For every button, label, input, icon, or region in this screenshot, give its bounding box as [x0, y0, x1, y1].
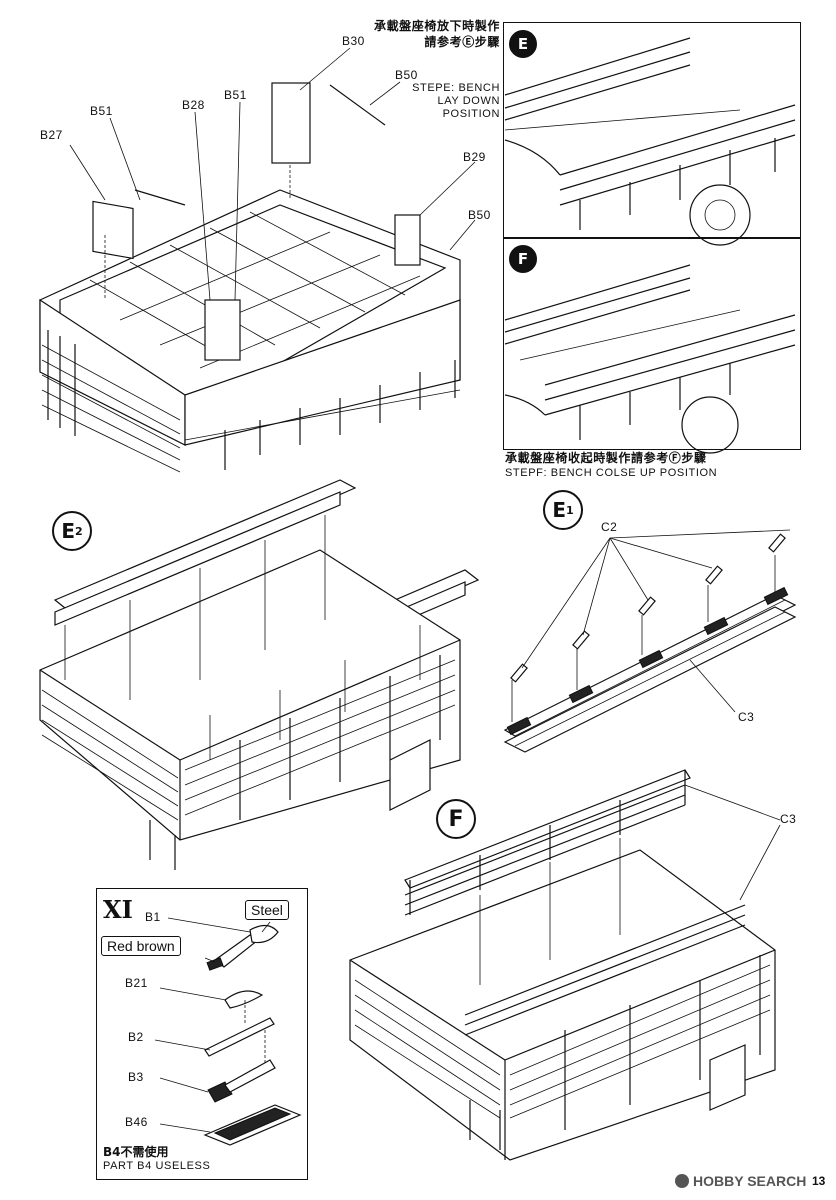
e2-drawing: [39, 479, 480, 870]
red-brown-color-tag: Red brown: [101, 936, 181, 956]
xi-note-en: PART B4 USELESS: [103, 1160, 211, 1172]
step-f-note-en: STEPF: BENCH COLSE UP POSITION: [505, 467, 718, 479]
label-b21: B21: [125, 976, 148, 990]
label-b51-left: B51: [90, 104, 113, 118]
label-b50-top: B50: [395, 68, 418, 82]
step-e-note-en-1: STEPE: BENCH: [412, 82, 500, 94]
panel-e-drawing: [504, 37, 796, 246]
page-number: 13: [812, 1174, 826, 1188]
step-f-marker: F: [436, 799, 476, 839]
step-e-note-cjk: 承載盤座椅放下時製作請参考Ⓔ步驟: [373, 19, 500, 49]
e1-drawing: [503, 529, 797, 753]
watermark-logo-icon: [675, 1174, 689, 1188]
label-b3: B3: [128, 1070, 144, 1084]
label-b46: B46: [125, 1115, 148, 1129]
panel-f-small: [503, 238, 801, 450]
label-b2: B2: [128, 1030, 144, 1044]
step-f-note-cjk: 承載盤座椅收起時製作請参考Ⓕ步驟: [505, 451, 707, 465]
panel-e: [503, 22, 801, 238]
step-f-small-marker: F: [509, 245, 537, 273]
step-e-marker: E: [509, 30, 537, 58]
label-c3-e1: C3: [738, 710, 755, 724]
label-b29: B29: [463, 150, 486, 164]
label-b51-mid: B51: [224, 88, 247, 102]
step-e-note: 承載盤座椅放下時製作請参考Ⓔ步驟 STEPE: BENCH LAY DOWN P…: [370, 18, 500, 121]
label-b28: B28: [182, 98, 205, 112]
step-e1-letter: E: [552, 498, 566, 522]
label-b1: B1: [145, 910, 161, 924]
section-xi-title: XI: [103, 895, 133, 924]
label-b27: B27: [40, 128, 63, 142]
step-f-note: 承載盤座椅收起時製作請参考Ⓕ步驟 STEPF: BENCH COLSE UP P…: [505, 452, 805, 480]
label-b50-right: B50: [468, 208, 491, 222]
xi-note-cjk: B4不需使用: [103, 1145, 169, 1159]
panel-f-drawing: [504, 264, 796, 454]
label-c3-f: C3: [780, 812, 797, 826]
steel-color-tag: Steel: [245, 900, 289, 920]
top-bed-drawing: [39, 47, 476, 473]
step-e-note-en-2: LAY DOWN: [437, 95, 500, 107]
step-e1-sub: 1: [566, 503, 574, 517]
label-c2: C2: [601, 520, 618, 534]
f-drawing: [349, 769, 781, 1161]
xi-drawing: [154, 917, 302, 1146]
step-e2-letter: E: [61, 519, 75, 543]
label-b30: B30: [342, 34, 365, 48]
watermark-text: HOBBY SEARCH: [693, 1173, 807, 1189]
panel-xi: [96, 888, 308, 1180]
step-e-note-en-3: POSITION: [442, 108, 500, 120]
step-e2-sub: 2: [75, 524, 83, 538]
